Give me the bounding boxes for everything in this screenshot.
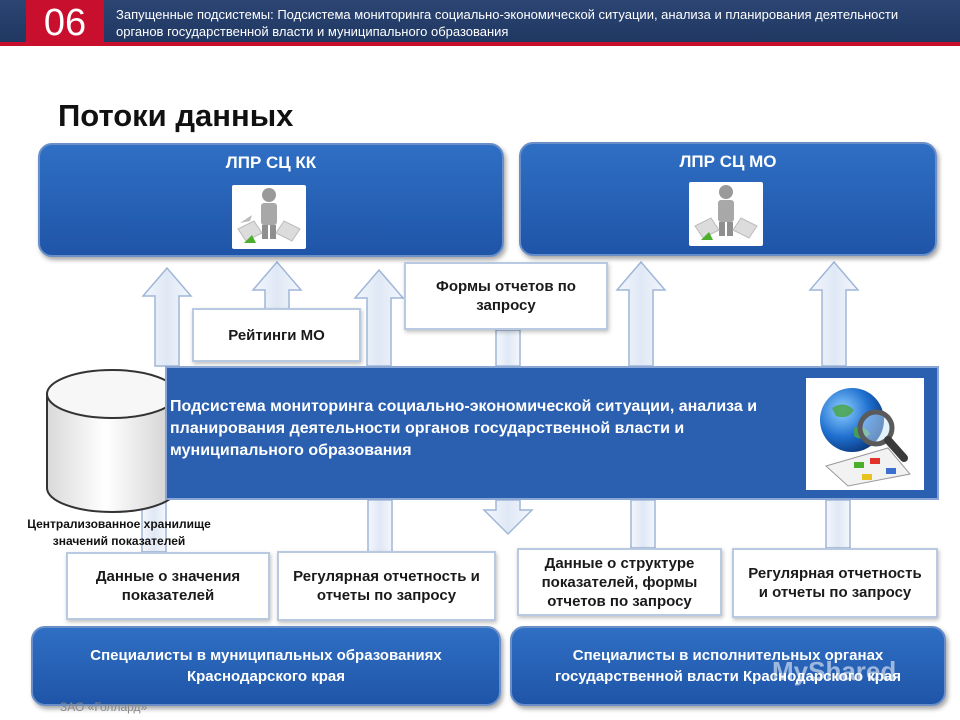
header-accent-line xyxy=(0,42,960,46)
specialists-municipal-label: Специалисты в муниципальных образованиях… xyxy=(90,647,442,685)
decision-maker-label-kk: ЛПР СЦ КК xyxy=(225,153,317,172)
input-box-label: Данные о значения показателей xyxy=(95,568,241,604)
input-box-indicator-values: Данные о значения показателей xyxy=(66,552,270,620)
arrow-up-5 xyxy=(808,260,860,367)
ratings-box: Рейтинги МО xyxy=(192,308,361,362)
globe-magnifier-icon xyxy=(806,378,924,490)
specialists-municipal-box: Специалисты в муниципальных образованиях… xyxy=(31,626,501,706)
person-decision-icon xyxy=(232,185,306,249)
report-forms-label: Формы отчетов по запросу xyxy=(436,278,576,314)
input-box-indicator-structure: Данные о структуре показателей, формы от… xyxy=(517,548,722,616)
input-box-label: Данные о структуре показателей, формы от… xyxy=(541,554,698,610)
input-box-label: Регулярная отчетность и отчеты по запрос… xyxy=(748,565,922,601)
arrow-up-3 xyxy=(353,268,405,367)
central-subsystem-title: Подсистема мониторинга социально-экономи… xyxy=(170,398,758,459)
header-subtitle: Запущенные подсистемы: Подсистема монито… xyxy=(116,7,899,39)
specialists-state-label: Специалисты в исполнительных органах гос… xyxy=(554,647,902,685)
decision-maker-box-mo: ЛПР СЦ МО xyxy=(519,142,937,256)
storage-label: Централизованное хранилище значений пока… xyxy=(27,517,211,548)
arrow-up-2 xyxy=(251,260,303,311)
watermark: MyShared xyxy=(772,656,897,686)
arrow-down-forms xyxy=(495,329,521,367)
arrow-down-forms-head xyxy=(482,499,534,536)
header-bar xyxy=(0,0,960,46)
slide-number: 06 xyxy=(26,0,104,46)
page-title: Потоки данных xyxy=(58,98,294,133)
specialists-state-box: Специалисты в исполнительных органах гос… xyxy=(510,626,946,706)
arrow-up-in-2 xyxy=(367,499,393,553)
arrow-up-1 xyxy=(141,266,193,367)
input-box-regular-reports-kk: Регулярная отчетность и отчеты по запрос… xyxy=(732,548,938,618)
report-forms-box: Формы отчетов по запросу xyxy=(404,262,608,330)
input-box-regular-reports-mo: Регулярная отчетность и отчеты по запрос… xyxy=(277,551,496,621)
input-box-label: Регулярная отчетность и отчеты по запрос… xyxy=(293,568,480,604)
ratings-label: Рейтинги МО xyxy=(228,326,325,344)
arrow-up-4 xyxy=(615,260,667,367)
decision-maker-label-mo: ЛПР СЦ МО xyxy=(679,152,777,171)
person-decision-icon xyxy=(689,182,763,246)
footer-company: ЗАО «Голлард» xyxy=(60,700,148,714)
decision-maker-box-kk: ЛПР СЦ КК xyxy=(38,143,504,257)
arrow-up-in-3 xyxy=(630,499,656,549)
arrow-up-in-4 xyxy=(825,499,851,549)
database-cylinder-icon xyxy=(46,369,178,513)
